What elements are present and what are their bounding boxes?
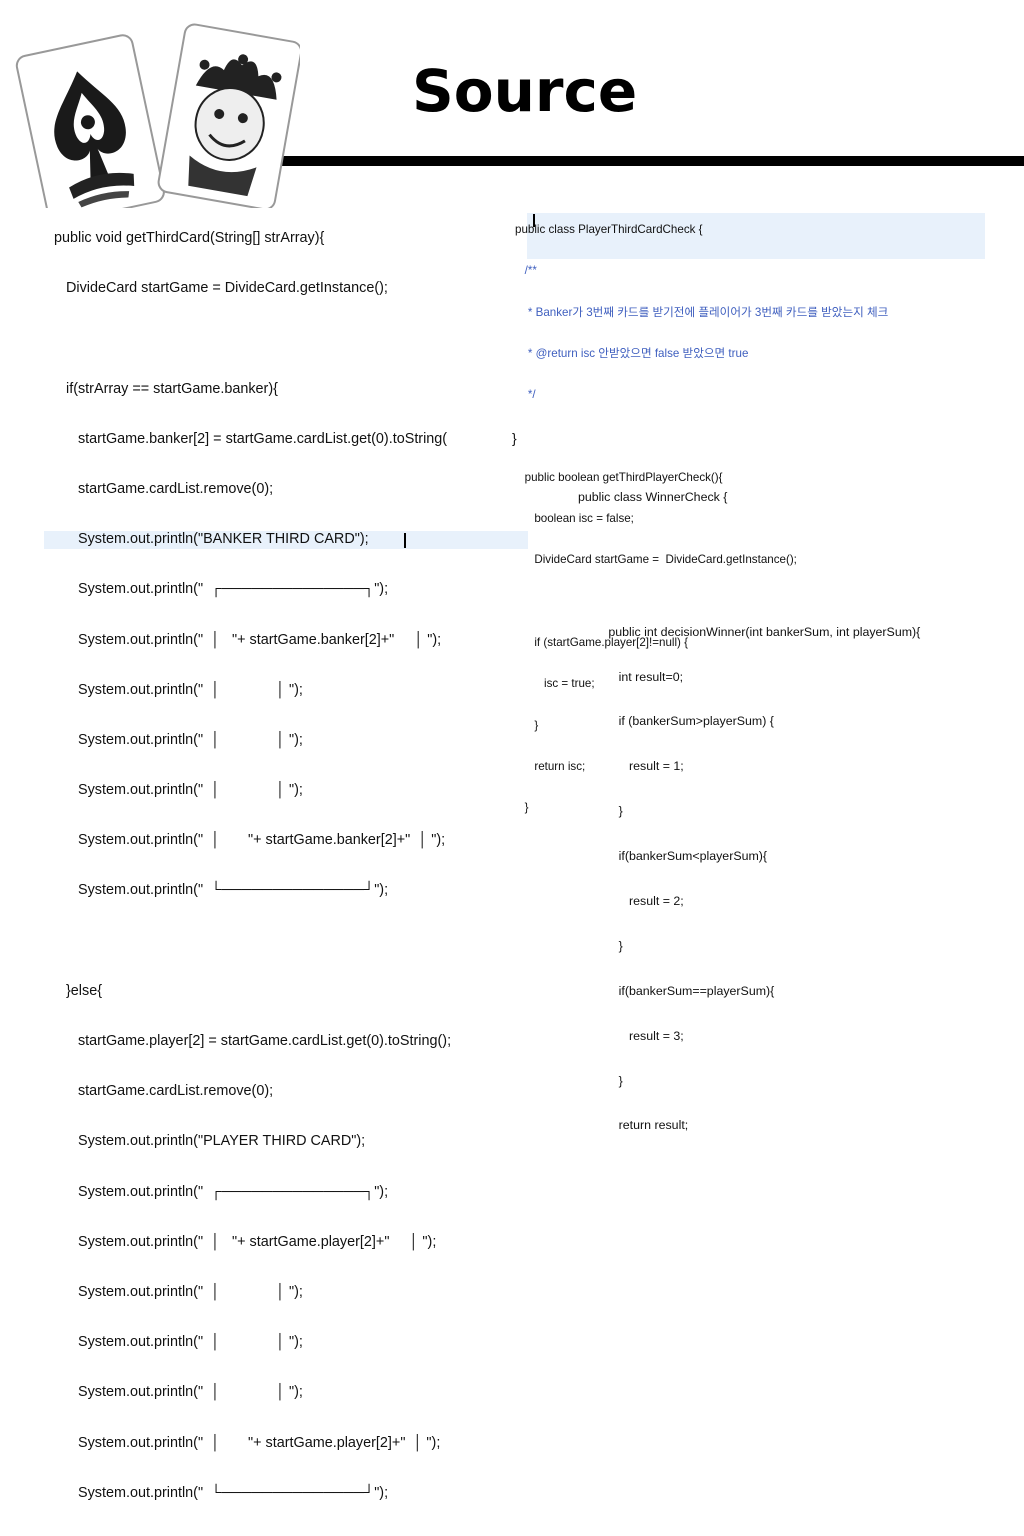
comment-highlight bbox=[527, 213, 985, 259]
code-line: }else{ bbox=[54, 982, 103, 999]
code-line: System.out.println(" ┌──────────────┐"); bbox=[54, 1183, 389, 1200]
text-cursor bbox=[404, 533, 406, 548]
code-line: * @return isc 안받았으면 false 받았으면 true bbox=[515, 346, 749, 360]
code-line: startGame.cardList.remove(0); bbox=[54, 480, 274, 497]
code-line: if (bankerSum>playerSum) { bbox=[598, 714, 774, 729]
code-line: System.out.println(" │ │ "); bbox=[54, 782, 303, 799]
code-line: isc = true; bbox=[515, 677, 595, 691]
code-line: System.out.println(" │ "+ startGame.bank… bbox=[54, 832, 446, 849]
code-line: DivideCard startGame = DivideCard.getIns… bbox=[54, 280, 388, 297]
code-line: } bbox=[598, 938, 623, 953]
code-line: } bbox=[515, 718, 539, 732]
code-line: boolean isc = false; bbox=[515, 512, 634, 526]
code-line: System.out.println(" │ "+ startGame.play… bbox=[54, 1233, 437, 1250]
code-line: if(strArray == startGame.banker){ bbox=[54, 380, 278, 397]
playing-cards-illustration bbox=[15, 23, 300, 208]
code-line: System.out.println("PLAYER THIRD CARD"); bbox=[54, 1133, 366, 1150]
code-line: result = 2; bbox=[598, 894, 684, 909]
code-line: public class WinnerCheck { bbox=[578, 490, 728, 504]
code-line: System.out.println(" │ "+ startGame.play… bbox=[54, 1434, 441, 1451]
code-line bbox=[578, 579, 998, 596]
trailing-brace: } bbox=[512, 430, 517, 446]
code-line bbox=[54, 329, 524, 347]
code-line: result = 1; bbox=[598, 759, 684, 774]
code-line: public class PlayerThirdCardCheck { bbox=[515, 223, 703, 236]
code-line: result = 3; bbox=[598, 1028, 684, 1043]
code-block-player-third-card-check: public class PlayerThirdCardCheck { /** … bbox=[515, 196, 985, 828]
code-line: public void getThirdCard(String[] strArr… bbox=[54, 230, 325, 246]
code-line: if(bankerSum<playerSum){ bbox=[598, 849, 768, 864]
code-line: System.out.println(" │ │ "); bbox=[54, 1384, 303, 1401]
code-line bbox=[54, 932, 524, 950]
title-underline bbox=[262, 156, 1024, 166]
code-line: System.out.println(" │ │ "); bbox=[54, 1334, 303, 1351]
code-line: System.out.println(" │ │ "); bbox=[54, 731, 303, 748]
code-line: System.out.println(" └──────────────┘"); bbox=[54, 1484, 389, 1501]
code-line: return result; bbox=[598, 1118, 689, 1133]
code-line: int result=0; bbox=[598, 669, 684, 684]
code-line: startGame.banker[2] = startGame.cardList… bbox=[54, 430, 448, 447]
code-line: System.out.println(" └──────────────┘"); bbox=[54, 882, 389, 899]
code-line bbox=[515, 428, 985, 443]
code-line: startGame.cardList.remove(0); bbox=[54, 1083, 274, 1100]
code-line: System.out.println(" ┌──────────────┐"); bbox=[54, 581, 389, 598]
slide-title: Source bbox=[412, 57, 638, 125]
code-line: } bbox=[54, 1534, 524, 1536]
code-block-winner-check: public class WinnerCheck { public int de… bbox=[578, 461, 998, 1148]
code-line: DivideCard startGame = DivideCard.getIns… bbox=[515, 553, 797, 567]
code-line: * Banker가 3번째 카드를 받기전에 플레이어가 3번째 카드를 받았는… bbox=[515, 305, 889, 319]
code-block-get-third-card: public void getThirdCard(String[] strArr… bbox=[54, 197, 524, 1536]
code-line: */ bbox=[515, 388, 536, 402]
spade-card-icon bbox=[15, 34, 165, 208]
code-line: if (startGame.player[2]!=null) { bbox=[515, 635, 689, 649]
current-line-highlight bbox=[44, 531, 528, 549]
text-cursor bbox=[533, 214, 535, 227]
code-line: System.out.println(" │ "+ startGame.bank… bbox=[54, 631, 442, 648]
code-line: public boolean getThirdPlayerCheck(){ bbox=[515, 470, 723, 484]
code-line: } bbox=[598, 804, 623, 819]
joker-card-icon bbox=[157, 23, 300, 208]
code-line: } bbox=[598, 1073, 623, 1088]
code-line: System.out.println("BANKER THIRD CARD"); bbox=[54, 531, 369, 548]
code-line: /** bbox=[515, 264, 537, 278]
code-line bbox=[578, 534, 998, 551]
code-line: System.out.println(" │ │ "); bbox=[54, 681, 303, 698]
code-line: public int decisionWinner(int bankerSum,… bbox=[598, 624, 921, 639]
code-line: startGame.player[2] = startGame.cardList… bbox=[54, 1033, 452, 1049]
code-line: System.out.println(" │ │ "); bbox=[54, 1283, 303, 1300]
code-line: if(bankerSum==playerSum){ bbox=[598, 983, 775, 998]
